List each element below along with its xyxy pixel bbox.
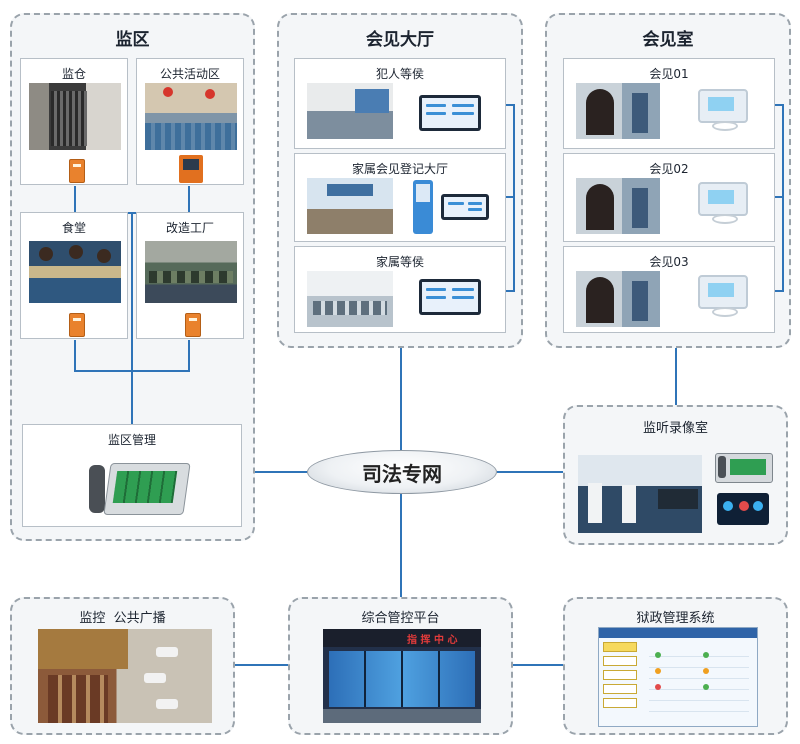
zone-meeting-title: 会见室	[642, 30, 694, 50]
terminal-stand-icon	[712, 214, 738, 224]
control-wall-photo: 指 挥 中 心	[323, 629, 481, 723]
link-line	[188, 186, 190, 212]
card-activity[interactable]: 公共活动区	[136, 58, 244, 185]
card-room-01-title: 会见01	[649, 67, 689, 81]
link-line	[505, 104, 515, 106]
zone-hall-title: 会见大厅	[366, 30, 434, 50]
zone-recording-title: 监听录像室	[642, 421, 708, 436]
visit-terminal-icon	[698, 89, 748, 123]
card-registration-title: 家属会见登记大厅	[351, 162, 448, 176]
card-inmate-wait[interactable]: 犯人等侯	[294, 58, 506, 149]
link-line	[513, 664, 563, 666]
intercom-device-icon	[69, 313, 85, 337]
card-management-title: 监区管理	[107, 433, 156, 447]
card-management[interactable]: 监区管理	[22, 424, 242, 527]
card-family-wait[interactable]: 家属等侯	[294, 246, 506, 333]
link-line	[513, 104, 515, 292]
link-line	[774, 104, 784, 106]
surveillance-photo	[38, 629, 212, 723]
link-line	[131, 212, 133, 424]
link-line	[235, 664, 288, 666]
zone-admin-title: 狱政管理系统	[636, 611, 715, 626]
visit-terminal-icon	[698, 275, 748, 309]
link-line	[400, 348, 402, 450]
link-line	[188, 340, 190, 370]
kiosk-icon	[413, 180, 433, 234]
intercom-device-icon	[69, 159, 85, 183]
desk-phone-icon	[89, 459, 191, 517]
card-factory[interactable]: 改造工厂	[136, 212, 244, 339]
card-canteen[interactable]: 食堂	[20, 212, 128, 339]
admin-software-screenshot	[598, 627, 758, 727]
zone-control-title: 综合管控平台	[361, 611, 440, 626]
link-line	[255, 471, 307, 473]
card-cell[interactable]: 监仓	[20, 58, 128, 185]
link-line	[505, 290, 515, 292]
queue-display-icon	[441, 194, 489, 220]
card-registration[interactable]: 家属会见登记大厅	[294, 153, 506, 242]
activity-terminal-icon	[179, 155, 203, 183]
card-activity-title: 公共活动区	[159, 67, 220, 81]
link-line	[774, 290, 784, 292]
monitor-screen-icon	[717, 493, 769, 525]
terminal-stand-icon	[712, 121, 738, 131]
queue-display-icon	[419, 279, 481, 315]
zone-surveillance-title: 监控 公共广播	[79, 611, 166, 626]
activity-photo	[145, 83, 237, 150]
card-room-03-title: 会见03	[649, 255, 689, 269]
card-room-02[interactable]: 会见02	[563, 153, 775, 242]
desk-phone-icon	[715, 453, 773, 483]
visit-terminal-icon	[698, 182, 748, 216]
link-line	[675, 348, 677, 405]
intercom-device-icon	[185, 313, 201, 337]
room-01-photo	[576, 83, 660, 139]
card-factory-title: 改造工厂	[165, 221, 214, 235]
card-inmate-wait-title: 犯人等侯	[375, 67, 424, 81]
room-02-photo	[576, 178, 660, 234]
zone-recording: 监听录像室	[563, 405, 788, 545]
cell-photo	[29, 83, 121, 150]
link-line	[782, 104, 784, 292]
inmate-wait-photo	[307, 83, 393, 139]
card-room-03[interactable]: 会见03	[563, 246, 775, 333]
zone-prison-title: 监区	[115, 30, 150, 50]
family-wait-photo	[307, 271, 393, 327]
zone-surveillance: 监控 公共广播	[10, 597, 235, 735]
card-room-02-title: 会见02	[649, 162, 689, 176]
card-cell-title: 监仓	[61, 67, 86, 81]
link-line	[400, 494, 402, 597]
zone-admin: 狱政管理系统	[563, 597, 788, 735]
queue-display-icon	[419, 95, 481, 131]
link-line	[774, 196, 784, 198]
factory-photo	[145, 241, 237, 303]
link-line	[74, 186, 76, 212]
link-line	[497, 471, 563, 473]
network-hub-label: 司法专网	[362, 461, 442, 486]
control-screen-text: 指 挥 中 心	[407, 635, 458, 646]
canteen-photo	[29, 241, 121, 303]
card-canteen-title: 食堂	[61, 221, 86, 235]
room-03-photo	[576, 271, 660, 327]
card-family-wait-title: 家属等侯	[375, 255, 424, 269]
network-hub[interactable]: 司法专网	[307, 450, 497, 494]
registration-photo	[307, 178, 393, 234]
card-room-01[interactable]: 会见01	[563, 58, 775, 149]
zone-control: 综合管控平台 指 挥 中 心	[288, 597, 513, 735]
terminal-stand-icon	[712, 307, 738, 317]
link-line	[74, 340, 76, 370]
link-line	[505, 196, 515, 198]
recording-photo	[578, 455, 702, 533]
